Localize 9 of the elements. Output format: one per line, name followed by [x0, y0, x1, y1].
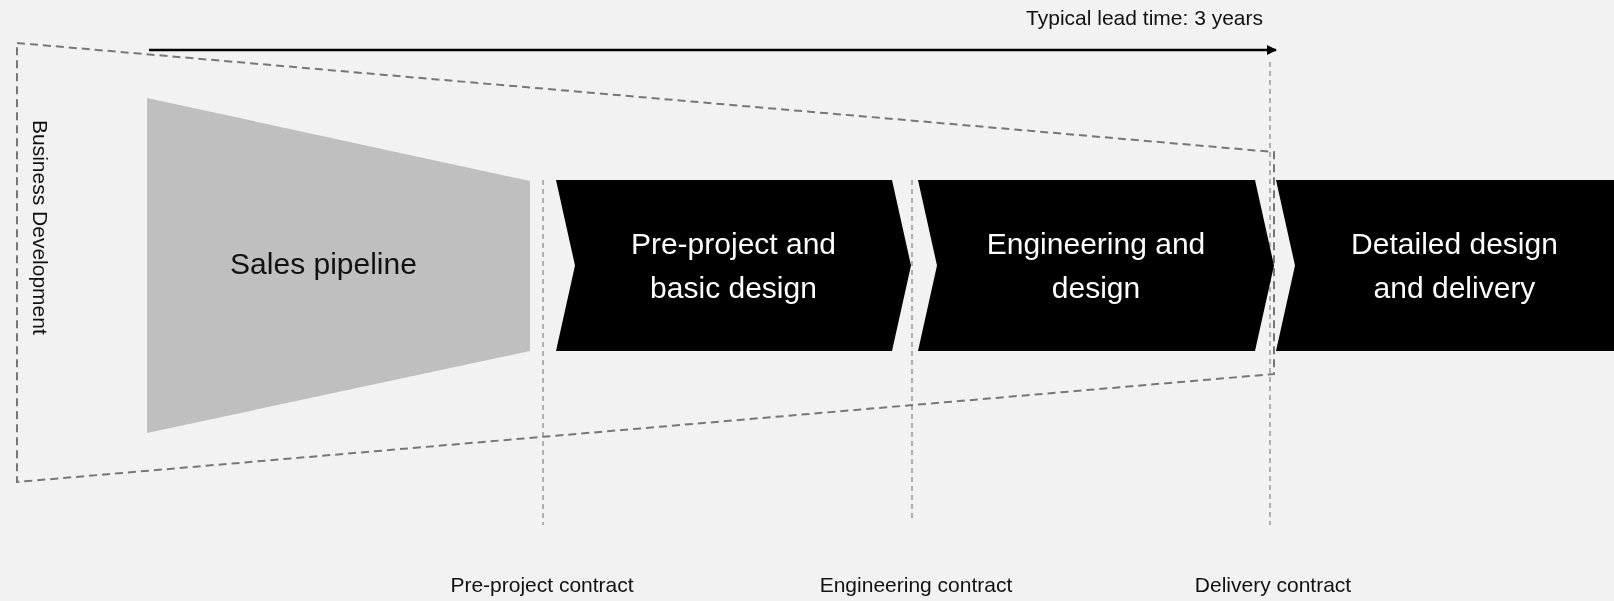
contract-label: Delivery contract	[1194, 573, 1352, 597]
stage-label: Engineering and design	[985, 226, 1207, 306]
vertical-label: Business Development	[30, 120, 51, 335]
duration-label: Typical lead time: 3 years	[1026, 6, 1263, 30]
stage-label: Pre-project and basic design	[629, 226, 838, 306]
stage-label: Detailed design and delivery	[1350, 226, 1559, 306]
contract-label: Engineering contract	[819, 573, 1013, 597]
stage-label: Sales pipeline	[229, 245, 418, 282]
contract-label: Pre-project contract	[450, 573, 634, 597]
